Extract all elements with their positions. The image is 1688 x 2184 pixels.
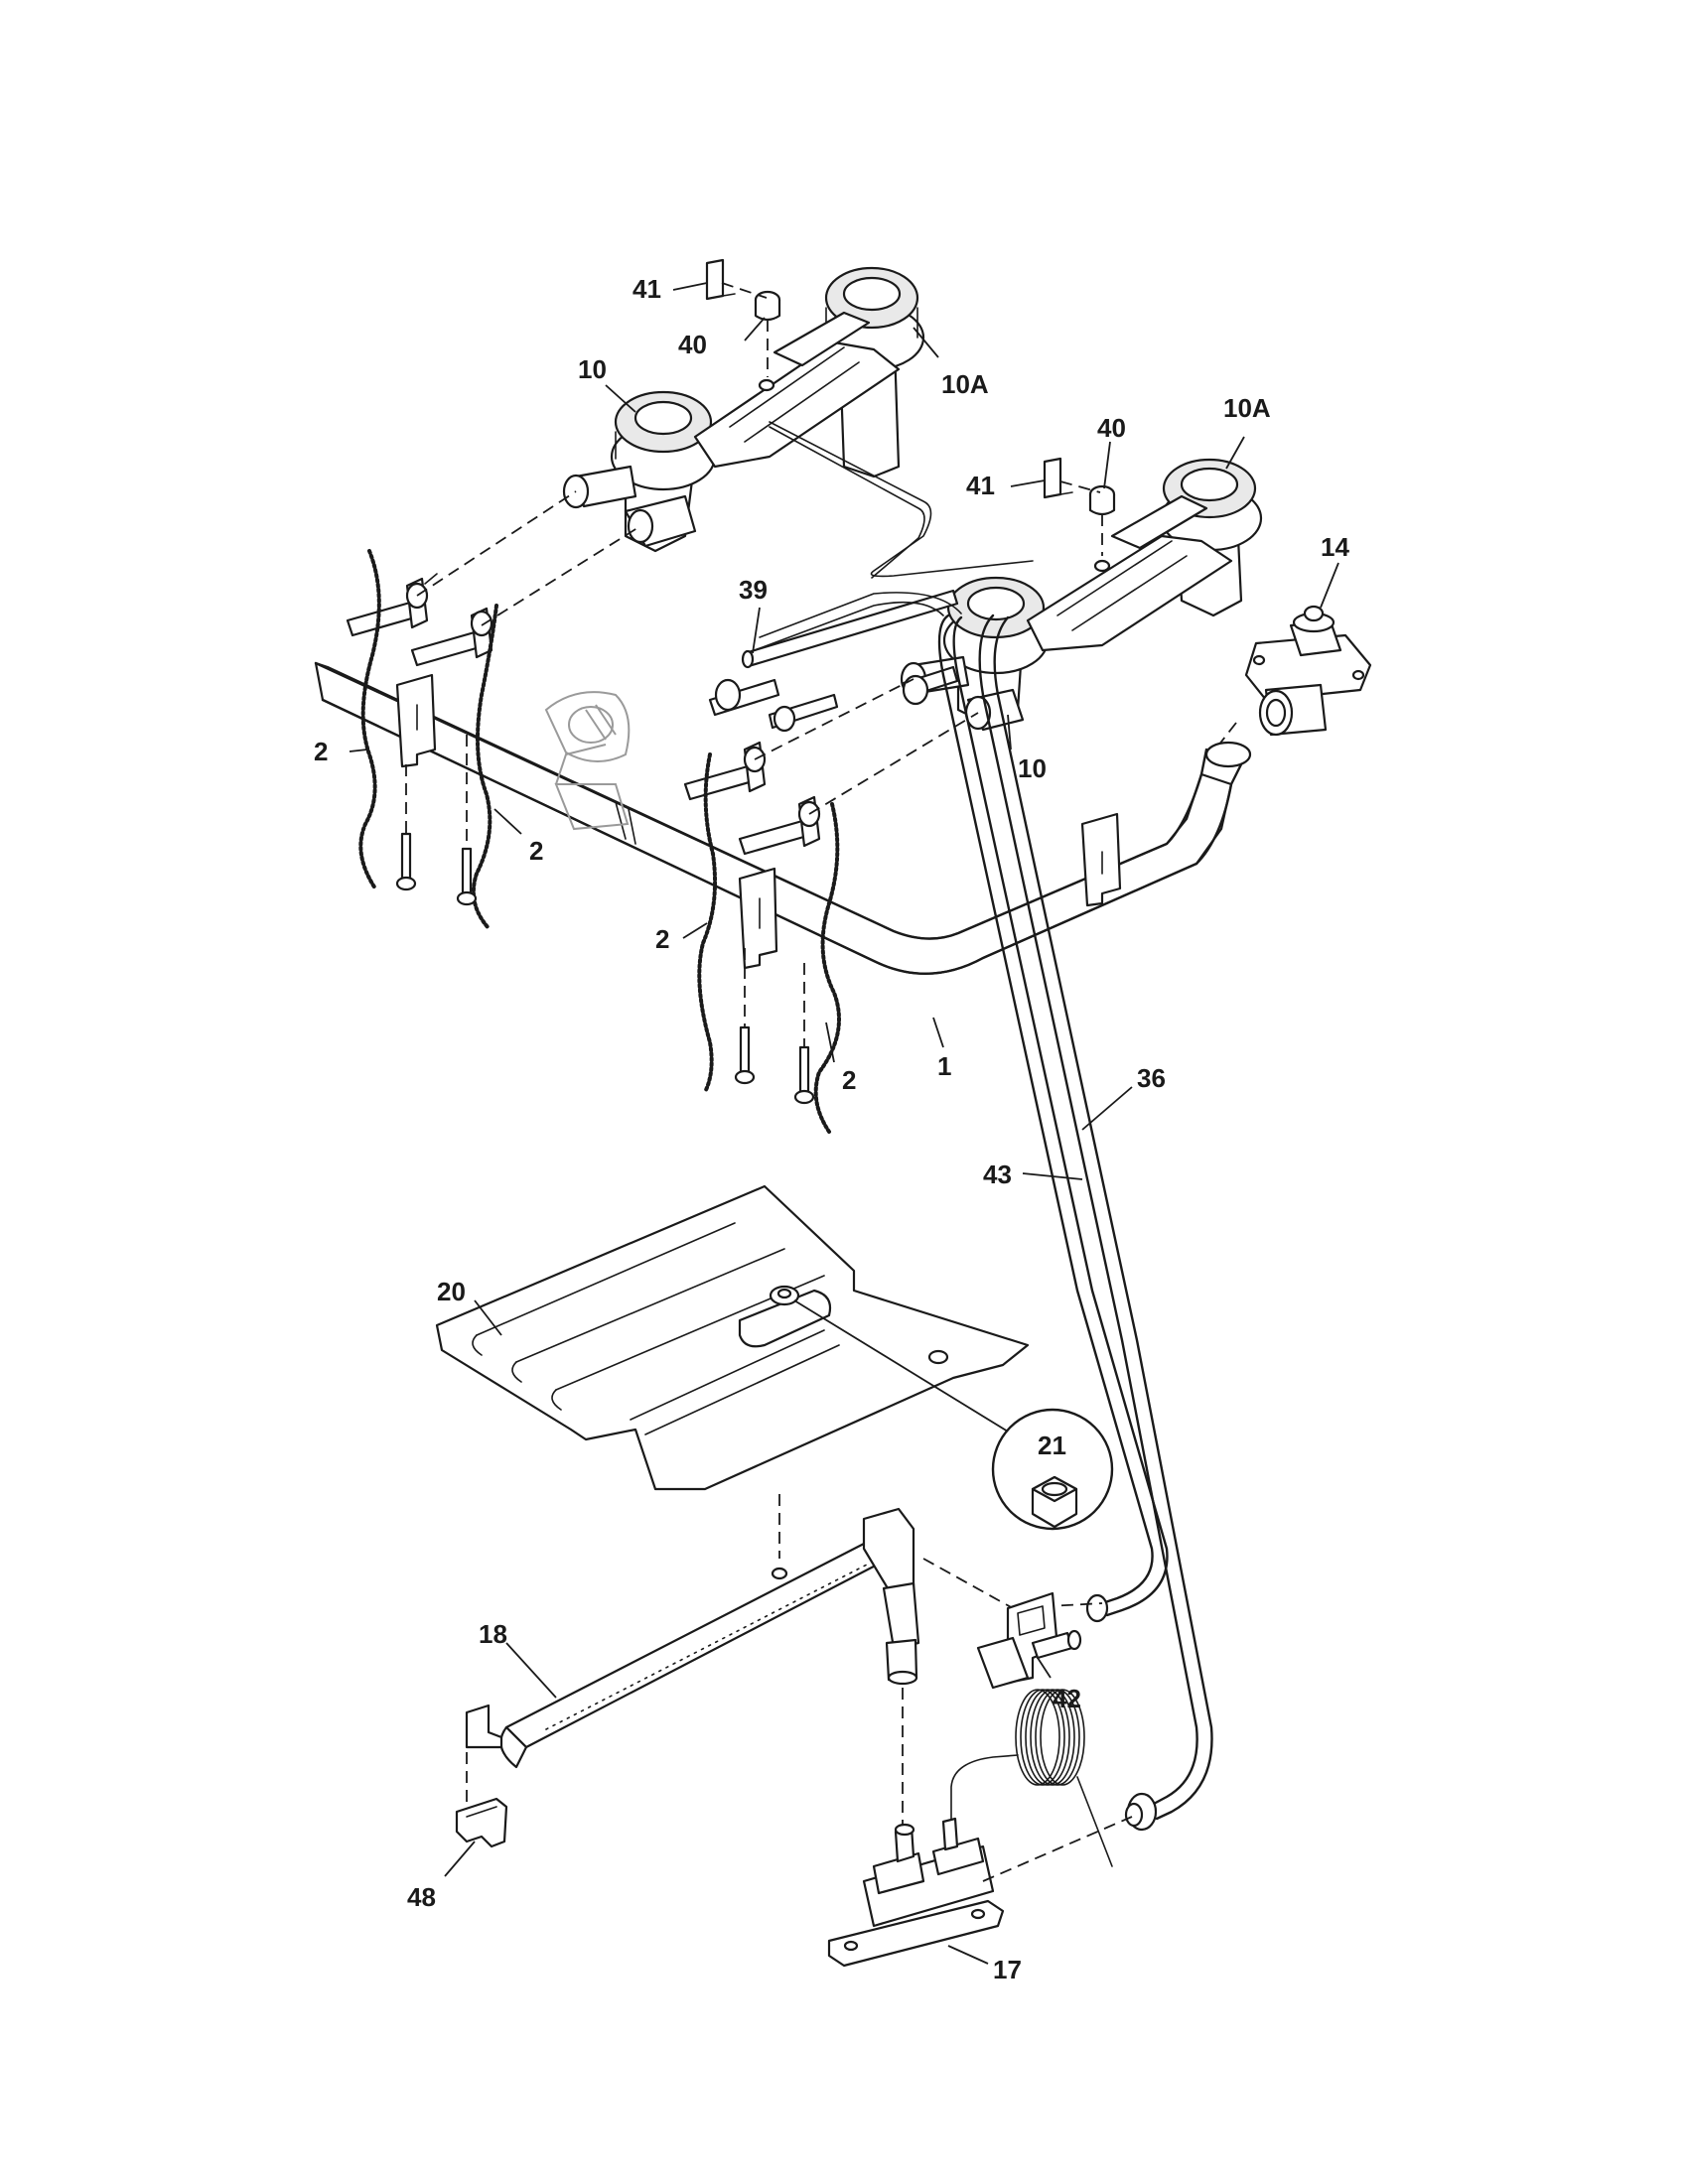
label-36: 36 [1137,1063,1166,1093]
igniter-wire-1 [358,549,381,890]
label-41-left: 41 [633,274,661,304]
part-41-clip-right[interactable] [1043,457,1073,499]
part-18-oven-burner-tube[interactable] [465,1507,920,1769]
label-10A-right: 10A [1223,393,1271,423]
label-14: 14 [1321,532,1349,562]
assembly-line-burner-left-b [481,525,641,626]
label-10A-top: 10A [941,369,989,399]
part-21-hex-nut-detail-callout[interactable] [991,1408,1114,1531]
igniter-screw-3 [734,1025,756,1085]
label-48: 48 [407,1882,436,1912]
assembly-line-burner-left-a [416,490,577,597]
label-42: 42 [1053,1684,1081,1713]
part-14-pressure-regulator[interactable] [1244,605,1372,737]
part-39-orifice-tube[interactable] [741,589,959,669]
part-41-clip-left[interactable] [705,258,736,301]
label-2-lower: 2 [842,1065,856,1095]
igniter-screw-1 [395,832,417,891]
manifold-bracket-left [395,673,437,768]
assembly-line-burner-right-a [754,678,914,760]
label-2-left: 2 [314,737,328,766]
manifold-orifice-fitting-2 [768,693,839,733]
label-39: 39 [739,575,768,605]
leader-lines [349,282,1339,1965]
part-21-callout-leader [793,1299,1014,1435]
label-1: 1 [937,1051,951,1081]
label-40-left: 40 [678,330,707,359]
label-18: 18 [479,1619,507,1649]
igniter-screw-2 [456,847,478,906]
manifold-orifice-fitting-1 [708,678,780,717]
part-36-oven-supply-tube[interactable] [978,614,1213,1832]
label-2-center: 2 [655,924,669,954]
part-number-labels: 41 40 10 10A 41 40 10A 14 39 2 2 10 2 2 … [314,274,1349,1984]
label-17: 17 [993,1955,1022,1984]
label-10-right: 10 [1018,753,1047,783]
left-burner-venturi-tubes [562,465,697,548]
label-40-right: 40 [1097,413,1126,443]
label-20: 20 [437,1277,466,1306]
left-burner-mounting-bracket [693,311,901,469]
right-burner-mounting-bracket [1026,494,1233,652]
part-2-igniter-center-a[interactable] [683,741,767,801]
part-20-oven-baffle[interactable] [435,1184,1030,1491]
igniter-screw-4 [793,1045,815,1105]
label-43: 43 [983,1160,1012,1189]
label-21: 21 [1038,1431,1066,1460]
part-21-nut-on-baffle [769,1285,800,1306]
part-2-igniter-center-b[interactable] [738,795,821,856]
igniter-wire-3 [697,752,718,1094]
igniter-wire-2 [472,604,498,930]
part-2-igniter-top-left-b[interactable] [410,607,493,667]
manifold-bracket-right [1080,812,1122,907]
part-40-spacer-right[interactable] [1088,484,1116,516]
label-2-upper-center: 2 [529,836,543,866]
igniter-wire-4 [813,802,841,1134]
part-2-igniter-top-left-a[interactable] [346,573,438,637]
part-43-pilot-supply-tube[interactable] [937,614,1169,1623]
burner-crossover-tube [769,421,1034,578]
part-48-burner-clip[interactable] [455,1797,508,1848]
part-42-pilot-bracket[interactable] [976,1591,1082,1690]
part-17-oven-thermostat-valve[interactable] [827,1817,1005,1968]
label-41-right: 41 [966,471,995,500]
label-10-top-left: 10 [578,354,607,384]
manifold-valve-outline [544,691,631,831]
assembly-line-burner-right-b [808,712,979,815]
thermostat-capillary-coil [950,1689,1113,1867]
